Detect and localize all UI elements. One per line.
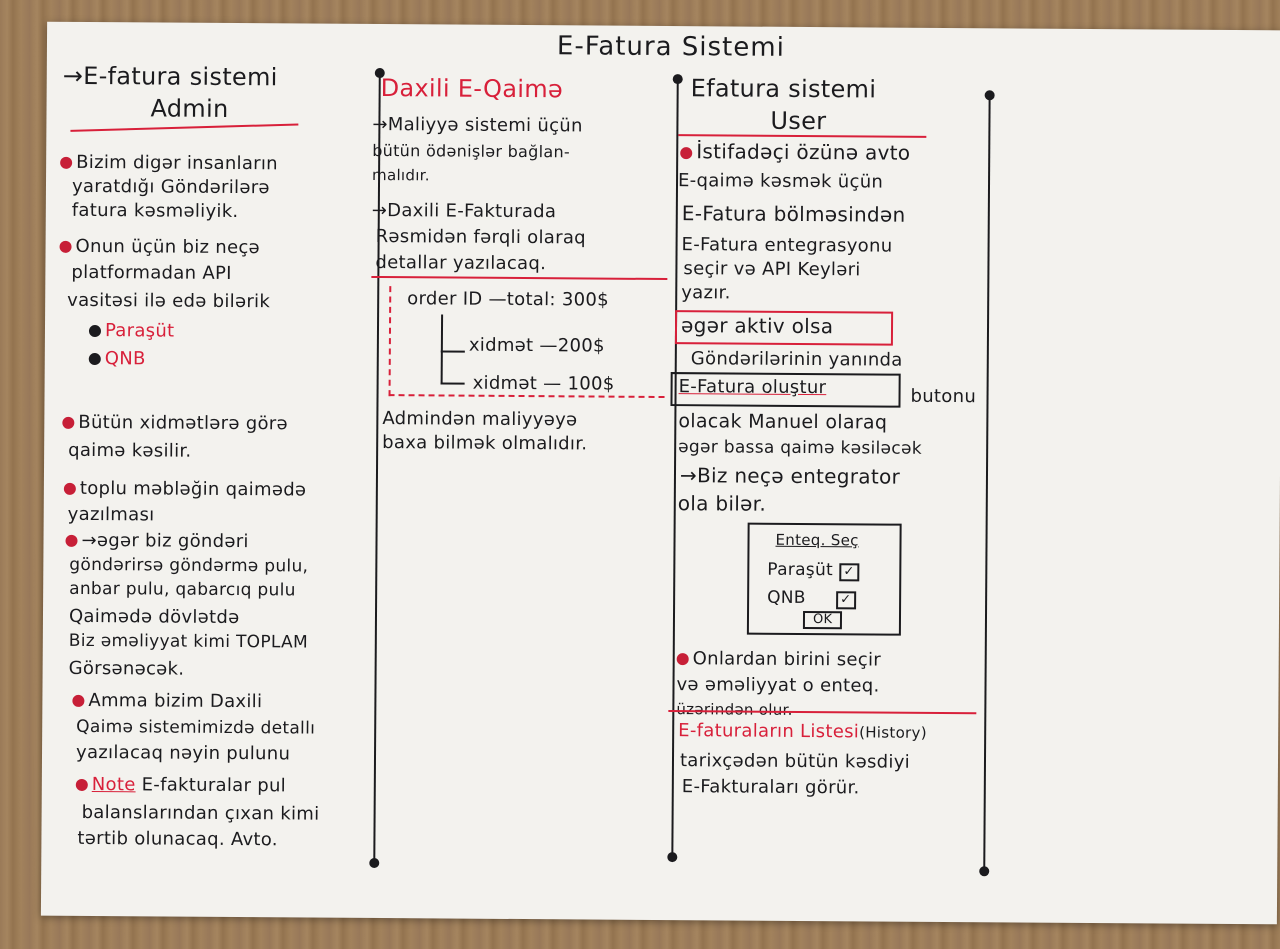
left-line-21: yazılacaq nəyin pulunu <box>75 741 291 765</box>
right-line-4: E-Fatura entegrasyonu <box>681 234 893 257</box>
bullet-icon <box>676 653 689 666</box>
right-line-16: və əməliyyat o enteq. <box>676 674 880 697</box>
right-line-7: əgər aktiv olsa <box>680 313 834 339</box>
left-option-qnb: QNB <box>88 348 146 370</box>
left-line-14: göndərirsə göndərmə pulu, <box>69 554 309 577</box>
left-line-22: Note E-fakturalar pul <box>75 774 286 797</box>
bullet-icon <box>75 778 88 791</box>
right-line-8: Göndərilərinin yanında <box>690 348 903 371</box>
right-line-1: İstifadəçi özünə avto <box>680 139 910 165</box>
order-total-line: order ID —total: 300$ <box>407 288 609 311</box>
left-line-15: anbar pulu, qabarcıq pulu <box>69 578 296 601</box>
left-line-19: Amma bizim Daxili <box>72 690 262 713</box>
right-line-14: ola bilər. <box>677 491 767 516</box>
bullet-icon <box>63 482 76 495</box>
bullet-icon <box>88 324 102 338</box>
left-line-3: fatura kəsməliyik. <box>71 199 239 223</box>
bullet-icon <box>60 156 73 169</box>
right-subheader: User <box>770 106 827 136</box>
left-header: →E-fatura sistemi <box>62 61 278 92</box>
note-label: Note <box>91 774 136 796</box>
left-line-4: Onun üçün biz neçə <box>59 236 260 259</box>
left-line-24: tərtib olunacaq. Avto. <box>77 827 278 851</box>
middle-line-10: Admindən maliyyəyə <box>382 408 578 431</box>
bullet-icon <box>88 352 101 366</box>
middle-line-4: →Daxili E-Fakturada <box>371 199 557 223</box>
order-branch-1 <box>440 314 466 353</box>
right-header: Efatura sistemi <box>690 74 877 104</box>
dialog-option-parasut[interactable]: Paraşüt✓ <box>767 559 860 582</box>
left-line-12: yazılması <box>67 503 155 526</box>
left-line-18: Görsənəcək. <box>68 657 185 680</box>
middle-line-5: Rəsmidən fərqli olaraq <box>375 225 586 249</box>
left-subheader: Admin <box>150 94 229 123</box>
order-service-1: xidmət —200$ <box>468 334 605 357</box>
right-subheader-underline <box>678 134 927 138</box>
right-line-6: yazır. <box>681 282 731 304</box>
column-dot-3-top <box>984 90 995 101</box>
left-option-parasut: Paraşüt <box>88 320 175 343</box>
left-line-10: qaimə kəsilir. <box>68 439 192 462</box>
bullet-icon <box>65 534 78 547</box>
left-line-1: Bizim digər insanların <box>60 152 278 176</box>
right-line-5: seçir və API Keyləri <box>683 258 861 281</box>
right-line-13: →Biz neçə entegrator <box>679 463 901 489</box>
left-line-6: vasitəsi ilə edə bilərik <box>67 289 271 313</box>
button-word: butonu <box>910 385 977 408</box>
checkbox-icon[interactable]: ✓ <box>835 591 856 610</box>
left-line-13: →əgər biz göndəri <box>65 530 249 553</box>
bullet-icon <box>59 240 72 253</box>
middle-line-3: malıdır. <box>372 165 430 185</box>
right-line-15: Onlardan birini seçir <box>676 648 881 671</box>
right-line-2: E-qaimə kəsmək üçün <box>677 170 884 193</box>
middle-line-11: baxa bilmək olmalıdır. <box>382 432 588 455</box>
left-line-23: balanslarından çıxan kimi <box>81 801 320 825</box>
bullet-icon <box>72 694 85 707</box>
left-line-16: Qaimədə dövlətdə <box>68 605 240 629</box>
right-line-11: olacak Manuel olaraq <box>678 410 888 434</box>
order-branch-2 <box>440 350 465 385</box>
column-dot-3-bottom <box>979 866 990 877</box>
middle-header: Daxili E-Qaimə <box>380 74 564 104</box>
bullet-icon <box>680 146 693 159</box>
right-line-12: əgər bassa qaimə kəsiləcək <box>678 437 922 459</box>
column-divider-3 <box>983 94 991 871</box>
left-line-9: Bütün xidmətlərə görə <box>62 412 288 436</box>
left-line-5: platformadan API <box>71 261 232 284</box>
history-title: E-faturaların Listesi(History) <box>678 720 927 743</box>
dialog-option-qnb[interactable]: QNB✓ <box>767 587 856 610</box>
bullet-icon <box>62 416 75 429</box>
right-line-3: E-Fatura bölməsindən <box>681 201 906 227</box>
middle-line-6: detallar yazılacaq. <box>375 251 547 275</box>
middle-line-2: bütün ödənişlər bağlan- <box>372 140 571 162</box>
left-line-2: yaratdığı Göndərilərə <box>71 175 270 199</box>
dialog-ok-button[interactable]: OK <box>802 610 843 630</box>
right-line-21: E-Fakturaları görür. <box>681 776 860 799</box>
column-dot-1-bottom <box>369 857 380 869</box>
page-title: E-Fatura Sistemi <box>556 31 785 63</box>
checkbox-icon[interactable]: ✓ <box>838 563 860 582</box>
column-dot-2-bottom <box>667 852 678 863</box>
create-efatura-label: E-Fatura oluştur <box>678 376 827 399</box>
right-line-20: tarixçədən bütün kəsdiyi <box>679 750 911 773</box>
left-line-17: Biz əməliyyat kimi TOPLAM <box>68 630 309 653</box>
middle-underline <box>371 275 668 281</box>
paper-sheet: E-Fatura Sistemi →E-fatura sistemi Admin… <box>40 21 1280 925</box>
left-line-20: Qaimə sistemimizdə detallı <box>76 716 316 739</box>
column-divider-1 <box>373 72 381 863</box>
order-service-2: xidmət — 100$ <box>472 372 615 395</box>
middle-line-1: →Maliyyə sistemi üçün <box>372 113 583 137</box>
left-subheader-underline <box>70 123 299 132</box>
dialog-title: Enteq. Seç <box>775 530 859 550</box>
left-line-11: toplu məbləğin qaimədə <box>63 478 306 502</box>
integrator-dialog: Enteq. Seç Paraşüt✓ QNB✓ OK <box>746 522 902 636</box>
column-dot-2-top <box>672 74 683 85</box>
